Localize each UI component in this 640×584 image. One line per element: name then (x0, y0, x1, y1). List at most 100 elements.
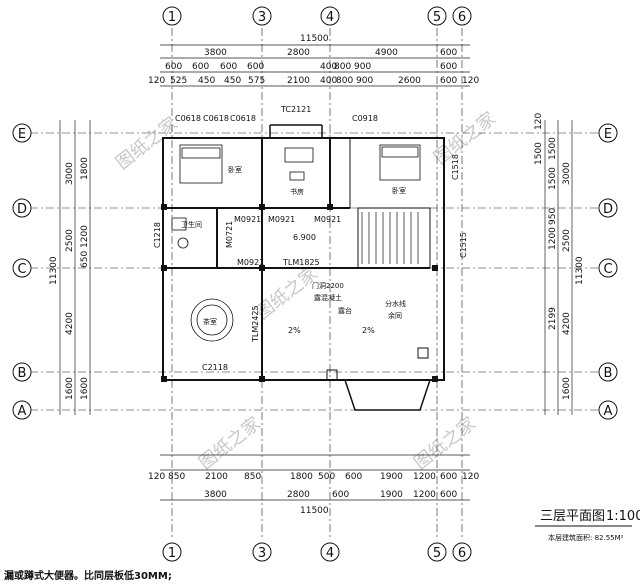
dim-text: 2600 (398, 76, 421, 86)
dim-text: 1600 (562, 377, 572, 400)
axis-bubble: A (598, 400, 618, 420)
dim-text: 600 (332, 490, 349, 500)
dim-text: 2100 (205, 472, 228, 482)
dim-text: 2800 (287, 48, 310, 58)
room-name: 书房 (290, 187, 304, 196)
axis-label: D (17, 202, 27, 217)
dim-text: 120 (462, 76, 479, 86)
window-label: C1518 (451, 154, 460, 180)
axis-label: E (604, 127, 612, 142)
axis-bubble: 4 (320, 542, 340, 562)
axis-bubble: B (598, 362, 618, 382)
watermark: 图纸之家 (112, 113, 182, 174)
dim-text: 600 (440, 490, 457, 500)
axis-bubble: 3 (252, 542, 272, 562)
dim-text: 4200 (65, 312, 75, 335)
dim-text: 4200 (562, 312, 572, 335)
window-label: C0618 (175, 114, 201, 123)
dim-text: 3000 (65, 162, 75, 185)
axis-bubble: D (12, 198, 32, 218)
axis-bubble: A (12, 400, 32, 420)
bottom-dimensions: 120 850 2100 850 1800 500 600 1900 1200 … (148, 472, 479, 516)
window-label: C0918 (352, 114, 378, 123)
door-label: TLM1825 (282, 258, 320, 267)
dim-text: 1500 (548, 167, 558, 190)
dim-text: 11500 (300, 506, 329, 516)
axis-bubble: 1 (162, 6, 182, 26)
dim-text: 1200 (413, 490, 436, 500)
left-dimensions: 11300 3000 2500 4200 1600 1800 1200 650 … (49, 157, 90, 400)
dim-text: 2800 (287, 490, 310, 500)
dim-text: 900 (354, 62, 371, 72)
dim-text: 4900 (375, 48, 398, 58)
axis-label: 5 (433, 10, 441, 25)
axis-label: B (604, 366, 613, 381)
dim-text: 950 (548, 208, 558, 225)
dim-text: 600 (192, 62, 209, 72)
dim-text: 525 (170, 76, 187, 86)
axis-label: A (604, 404, 613, 419)
dim-text: 850 (244, 472, 261, 482)
dim-text: 600 (345, 472, 362, 482)
dim-text: 800 (334, 62, 351, 72)
level-mark: 6.900 (293, 233, 316, 242)
axis-bubble: 3 (252, 6, 272, 26)
room-name: 卧室 (392, 186, 406, 195)
window-label: C0618 (203, 114, 229, 123)
drawing-title: 三层平面图 (540, 509, 605, 524)
dim-text: 1800 (80, 157, 90, 180)
axis-label: C (603, 262, 612, 277)
axis-bubble: 4 (320, 6, 340, 26)
top-dimensions: 11500 3800 2800 4900 600 600 600 600 600… (148, 34, 479, 86)
door-label: M0921 (234, 215, 261, 224)
opening-labels: C0618 C0618 C0618 TC2121 C0918 M0921 M09… (153, 105, 468, 372)
dim-text: 450 (224, 76, 241, 86)
room-name: 茶室 (203, 317, 217, 326)
dim-text: 450 (198, 76, 215, 86)
dim-text: 500 (318, 472, 335, 482)
dim-text: 11500 (300, 34, 329, 44)
axis-bubble: 1 (162, 542, 182, 562)
dim-text: 1600 (80, 377, 90, 400)
dim-text: 600 (440, 76, 457, 86)
dim-text: 1900 (380, 472, 403, 482)
note: 露混凝土 (314, 293, 342, 302)
dim-text: 600 (440, 48, 457, 58)
dim-text: 650 (80, 251, 90, 268)
axis-label: D (603, 202, 613, 217)
axis-bubble: 5 (427, 542, 447, 562)
axis-label: E (18, 127, 26, 142)
room-labels: 卧室 书房 卧室 卫生间 茶室 露台 6.900 2% 2% 门洞2200 露混… (181, 165, 406, 335)
note: 分水线 (385, 299, 406, 308)
dim-text: 600 (440, 62, 457, 72)
dim-text: 2100 (287, 76, 310, 86)
columns (161, 204, 438, 382)
axis-label: C (17, 262, 26, 277)
axis-label: 4 (326, 546, 334, 561)
dim-text: 600 (165, 62, 182, 72)
room-name: 卫生间 (181, 220, 202, 229)
dim-text: 1800 (290, 472, 313, 482)
dim-text: 600 (220, 62, 237, 72)
window-label: C1218 (153, 222, 162, 248)
door-label: M0921 (314, 215, 341, 224)
dim-text: 600 (440, 472, 457, 482)
door-label: M0921 (237, 258, 264, 267)
dim-text: 2500 (65, 229, 75, 252)
dim-text: 11300 (575, 256, 585, 285)
dim-text: 120 (148, 76, 165, 86)
axis-label: 4 (326, 10, 334, 25)
dim-text: 1200 (413, 472, 436, 482)
dim-text: 600 (247, 62, 264, 72)
slope-mark: 2% (362, 326, 375, 335)
watermark: 图纸之家 (195, 413, 265, 474)
footnote: 漏或蹲式大便器。比同层板低30MM; (4, 569, 172, 582)
dim-text: 800 (336, 76, 353, 86)
dim-text: 2199 (548, 307, 558, 330)
door-label: TLM2425 (251, 305, 260, 343)
dim-text: 120 (148, 472, 165, 482)
dim-text: 3000 (562, 162, 572, 185)
dim-text: 575 (248, 76, 265, 86)
axis-label: 3 (258, 10, 266, 25)
